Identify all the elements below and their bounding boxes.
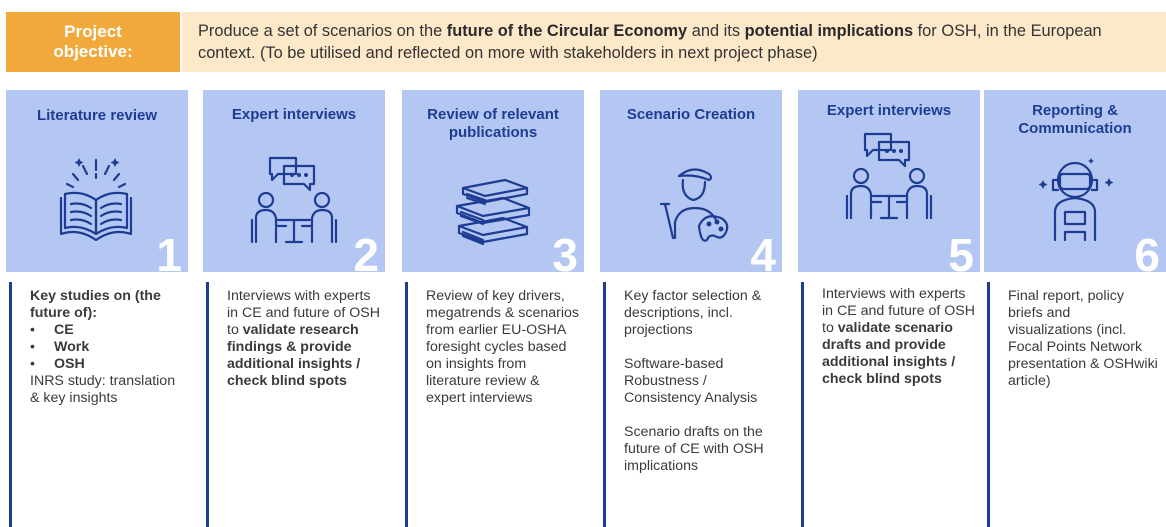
stage-divider [987, 282, 990, 527]
objective-text-part: Produce a set of scenarios on the [198, 22, 447, 40]
objective-text-emphasis: potential implications [744, 22, 914, 40]
interview-icon [845, 132, 933, 220]
description-paragraph: Scenario drafts on the future of CE with… [624, 424, 764, 474]
list-item: OSH [30, 356, 184, 373]
stage-number: 1 [156, 229, 182, 272]
description-paragraph: Software-based Robustness / Consistency … [624, 356, 758, 406]
objective-text-part: for OSH, in the European context. (To be… [198, 22, 1102, 62]
stage-description: Interviews with experts in CE and future… [822, 286, 976, 388]
stage-4: Scenario Creation 4 Key factor selection… [600, 90, 782, 527]
stage-header: Expert interviews 2 [203, 90, 385, 272]
stage-title: Reporting & Communication [1018, 102, 1132, 137]
stage-3: Review of relevant publications 3 Review… [402, 90, 584, 527]
stage-divider [405, 282, 408, 527]
book-stack-icon [455, 178, 531, 246]
project-objective-banner: Project objective: Produce a set of scen… [0, 2, 1166, 72]
objective-label: Project objective: [6, 12, 180, 72]
list-item: Work [30, 339, 184, 356]
stage-header: Literature review 1 [6, 90, 188, 272]
stage-number: 2 [353, 229, 379, 272]
astronaut-icon [1038, 158, 1114, 242]
stage-title: Literature review [36, 107, 158, 124]
stage-title: Expert interviews [826, 102, 952, 119]
stage-header: Review of relevant publications 3 [402, 90, 584, 272]
objective-text: Produce a set of scenarios on the future… [182, 12, 1166, 72]
stage-divider [9, 282, 12, 527]
stage-divider [603, 282, 606, 527]
open-book-icon [59, 158, 133, 242]
stage-number: 4 [750, 229, 776, 272]
stage-divider [206, 282, 209, 527]
stage-description: Review of key drivers, megatrends & scen… [426, 288, 579, 406]
stage-header: Scenario Creation 4 [600, 90, 782, 272]
stage-header: Expert interviews 5 [798, 90, 980, 272]
key-studies-list: CE Work OSH [30, 322, 184, 373]
stage-6: Reporting & Communication 6 Final report… [984, 90, 1166, 527]
stage-number: 3 [552, 229, 578, 272]
stage-2: Expert interviews 2 Interviews with expe… [203, 90, 385, 527]
description-text: Interviews with experts in CE and future… [822, 286, 975, 336]
stage-divider [801, 282, 804, 527]
interview-icon [250, 156, 338, 244]
objective-label-line2: objective: [53, 42, 133, 61]
stage-description: Interviews with experts in CE and future… [227, 288, 381, 390]
stage-description: Key studies on (the future of): CE Work … [30, 288, 184, 407]
stage-description: Final report, policy briefs and visualiz… [1008, 288, 1158, 389]
stage-description: Key factor selection & descriptions, inc… [624, 288, 778, 475]
stage-number: 5 [948, 229, 974, 272]
stage-title: Scenario Creation [626, 106, 756, 123]
painter-icon [659, 168, 729, 242]
description-text: Interviews with experts in CE and future… [227, 288, 380, 338]
stage-1: Literature review 1 Key studies on (the … [6, 90, 188, 527]
stage-title: Expert interviews [231, 106, 357, 123]
objective-label-line1: Project [64, 22, 122, 41]
objective-text-emphasis: future of the Circular Economy [446, 22, 688, 40]
description-paragraph: Key factor selection & descriptions, inc… [624, 288, 762, 338]
stage-5: Expert interviews 5 Interviews with expe… [798, 90, 980, 527]
stage-number: 6 [1134, 229, 1160, 272]
list-item: CE [30, 322, 184, 339]
description-emphasis: validate research findings & provide add… [227, 322, 361, 389]
objective-text-part: and its [687, 22, 745, 40]
inrs-study-text: INRS study: translation & key insights [30, 373, 176, 406]
stage-title: Review of relevant publications [427, 106, 559, 141]
description-emphasis: validate scenario drafts and provide add… [822, 320, 956, 387]
key-studies-heading: Key studies on (the future of): [30, 288, 161, 321]
stage-header: Reporting & Communication 6 [984, 90, 1166, 272]
